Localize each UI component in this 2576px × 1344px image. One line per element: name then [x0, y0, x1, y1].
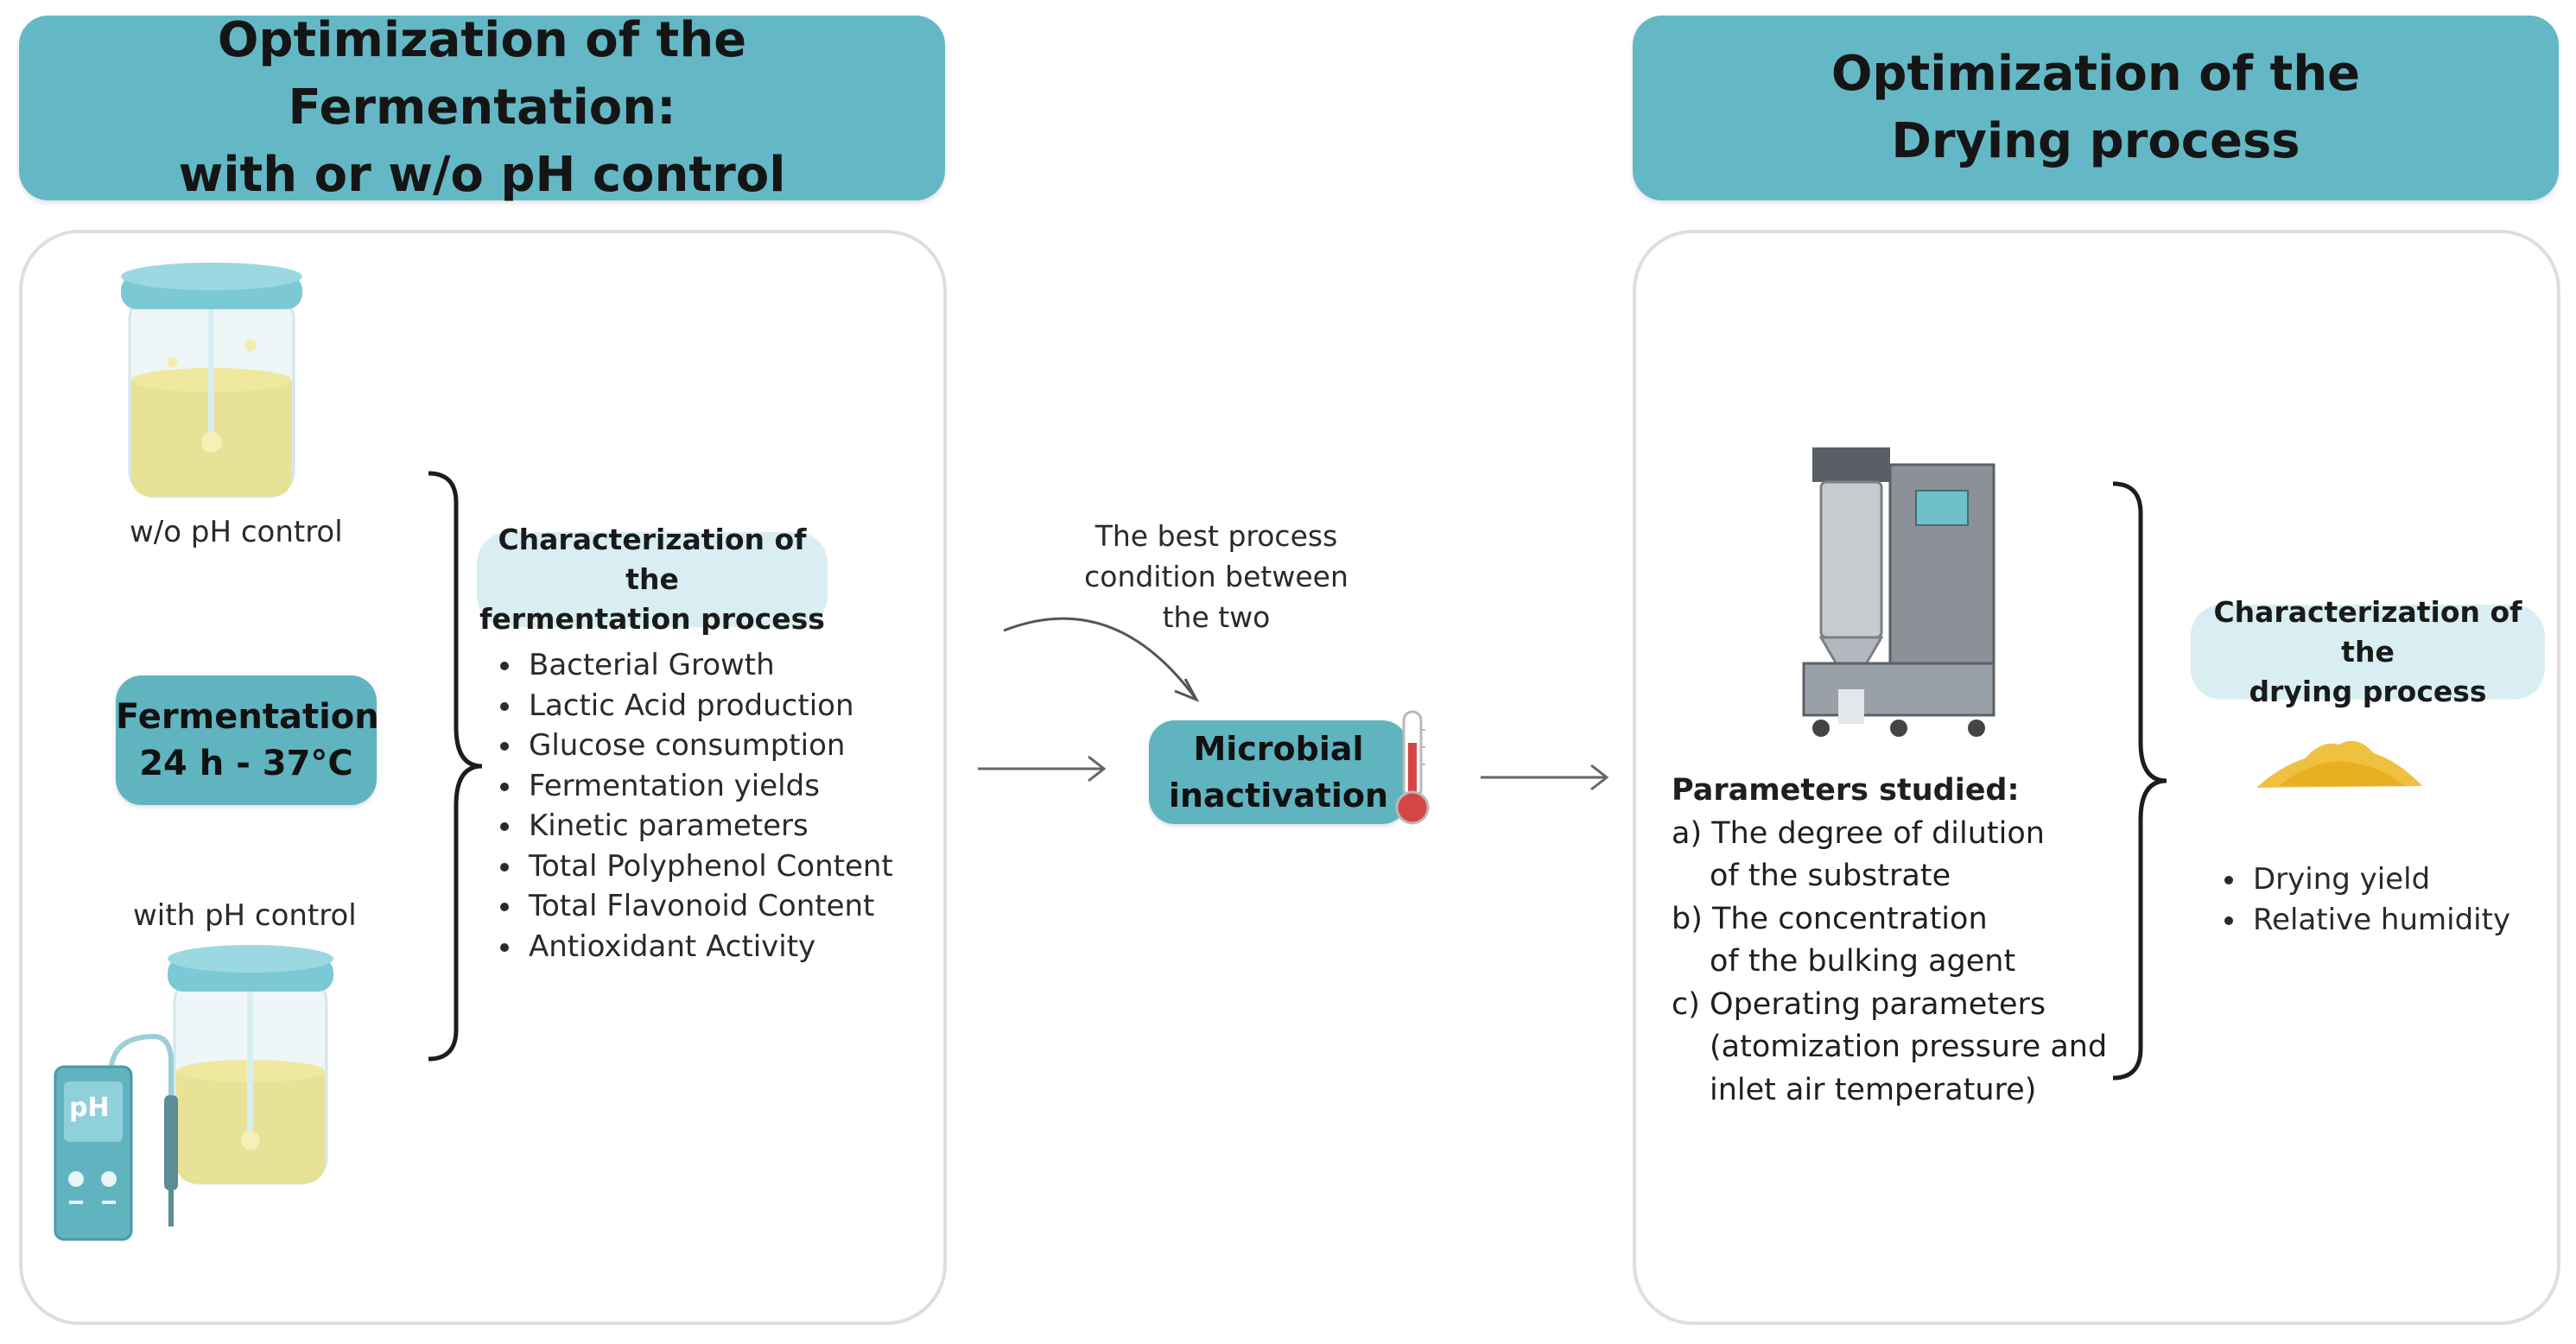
note-line-2: condition between — [1084, 560, 1348, 593]
drying-bullet-list: Drying yield Relative humidity — [2217, 859, 2510, 940]
param-line: c) Operating parameters — [1672, 986, 2046, 1022]
dried-powder-icon — [2256, 740, 2422, 788]
ph-meter-icon — [54, 1033, 178, 1241]
list-item: Drying yield — [2248, 859, 2510, 900]
drying-characterization-line2: drying process — [2249, 675, 2487, 708]
fermentation-badge-line1: Fermentation — [116, 697, 379, 737]
microbial-inactivation-badge: Microbial inactivation — [1149, 720, 1408, 824]
microbial-badge-line2: inactivation — [1168, 777, 1389, 815]
note-line-3: the two — [1162, 600, 1271, 634]
curved-arrow-icon — [1003, 617, 1200, 702]
left-header-line1: Optimization of the Fermentation: — [217, 12, 747, 136]
arrow-to-inactivation-icon — [978, 755, 1107, 783]
list-item: Total Polyphenol Content — [523, 846, 893, 887]
thermometer-icon — [1395, 710, 1430, 825]
drying-characterization-pill: Characterization of the drying process — [2191, 595, 2545, 708]
param-line: a) The degree of dilution — [1672, 815, 2045, 851]
list-item: Antioxidant Activity — [523, 927, 893, 967]
param-line: inlet air temperature) — [1710, 1072, 2037, 1107]
param-line: (atomization pressure and — [1710, 1030, 2108, 1064]
param-line: b) The concentration — [1672, 901, 1988, 936]
param-line: of the bulking agent — [1710, 944, 2016, 979]
left-header: Optimization of the Fermentation: with or… — [19, 12, 945, 203]
fermentation-badge: Fermentation 24 h - 37°C — [116, 675, 379, 805]
right-brace-icon — [2112, 481, 2167, 1081]
list-item: Kinetic parameters — [523, 806, 893, 846]
spray-dryer-icon — [1802, 447, 1995, 737]
list-item: Bacterial Growth — [523, 645, 893, 686]
left-brace-icon — [428, 471, 483, 1062]
drying-characterization-line1: Characterization of the — [2213, 595, 2522, 669]
label-without-ph: w/o pH control — [130, 515, 343, 549]
right-header-line2: Drying process — [1891, 113, 2300, 169]
left-header-line2: with or w/o pH control — [178, 147, 786, 203]
list-item: Fermentation yields — [523, 766, 893, 807]
arrow-to-drying-icon — [1481, 764, 1609, 791]
list-item: Glucose consumption — [523, 726, 893, 766]
jar-with-ph-icon — [168, 945, 333, 1185]
note-line-1: The best process — [1094, 519, 1338, 553]
list-item: Total Flavonoid Content — [523, 886, 893, 927]
best-condition-note: The best process condition between the t… — [1035, 516, 1398, 637]
ph-meter-screen-label: pH — [69, 1093, 110, 1123]
label-with-ph: with pH control — [133, 898, 357, 933]
list-item: Relative humidity — [2248, 900, 2510, 941]
list-item: Lactic Acid production — [523, 686, 893, 726]
param-line: of the substrate — [1710, 859, 1951, 893]
parameters-title: Parameters studied: — [1672, 773, 2020, 808]
fermentation-characterization-line1: Characterization of the — [498, 523, 807, 596]
fermentation-characterization-line2: fermentation process — [479, 602, 825, 636]
parameters-studied: Parameters studied: a) The degree of dil… — [1672, 770, 2107, 1112]
microbial-badge-line1: Microbial — [1193, 730, 1364, 768]
fermentation-bullet-list: Bacterial Growth Lactic Acid production … — [492, 645, 893, 967]
fermentation-characterization-pill: Characterization of the fermentation pro… — [477, 523, 828, 636]
jar-without-ph-icon — [121, 263, 302, 498]
fermentation-badge-line2: 24 h - 37°C — [139, 744, 353, 783]
right-header-line1: Optimization of the — [1830, 46, 2361, 102]
